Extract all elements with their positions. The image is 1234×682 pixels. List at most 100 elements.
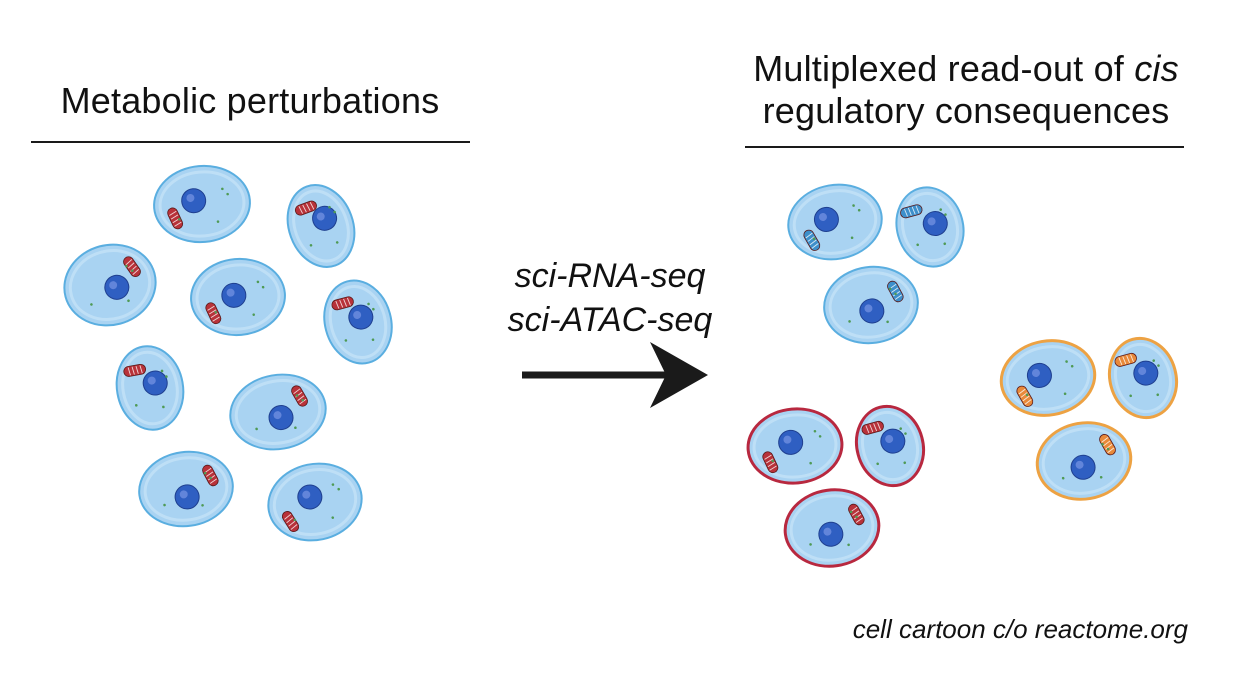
- mitochondrion-crista: [335, 300, 340, 309]
- cell-unsorted-8: [138, 450, 234, 528]
- mitochondrion-crista: [212, 316, 220, 322]
- mitochondrion-crista: [169, 210, 177, 216]
- vesicle-dot: [160, 369, 164, 373]
- vesicle-dot: [876, 462, 879, 466]
- mitochondrion-crista: [807, 236, 815, 242]
- nucleolus-icon: [273, 411, 282, 420]
- vesicle-dot: [812, 237, 816, 241]
- left-panel-title-text: Metabolic perturbations: [60, 80, 440, 121]
- vesicle-dot: [201, 504, 204, 507]
- nucleus-icon: [142, 370, 168, 396]
- mitochondrion-crista: [207, 305, 215, 311]
- vesicle-dot: [1025, 393, 1029, 397]
- image-credit: cell cartoon c/o reactome.org: [852, 614, 1188, 644]
- mitochondrion-crista: [852, 510, 860, 516]
- vesicle-dot: [221, 187, 224, 191]
- cell-unsorted-4: [190, 257, 286, 337]
- nucleus-icon: [1026, 362, 1052, 388]
- vesicle-dot: [848, 320, 851, 323]
- nucleolus-icon: [783, 435, 792, 444]
- vesicle-dot: [252, 313, 256, 316]
- nucleolus-icon: [885, 434, 894, 443]
- mitochondrion-crista: [210, 312, 219, 319]
- nucleolus-icon: [179, 490, 188, 499]
- vesicle-dot: [90, 303, 93, 306]
- method-sci-atac-seq: sci-ATAC-seq: [507, 301, 713, 339]
- nucleolus-icon: [353, 310, 362, 319]
- mitochondrion-icon: [1099, 434, 1116, 456]
- arrow-head: [650, 342, 708, 408]
- vesicle-dot: [855, 515, 858, 519]
- cell-inner-highlight: [792, 189, 878, 255]
- mitochondrion-crista: [877, 422, 881, 431]
- mitochondrion-crista: [131, 366, 135, 375]
- nucleus-icon: [813, 206, 839, 232]
- right-title-prefix: Multiplexed read-out of: [753, 48, 1135, 89]
- mitochondrion-crista: [290, 524, 298, 530]
- mitochondrion-icon: [294, 200, 317, 216]
- mitochondrion-crista: [127, 262, 135, 269]
- nucleolus-icon: [302, 490, 311, 499]
- left-panel-title: Metabolic perturbations: [30, 80, 470, 122]
- vesicle-dot: [1157, 364, 1160, 367]
- nucleus-icon: [297, 484, 323, 510]
- mitochondrion-crista: [855, 517, 863, 523]
- mitochondrion-crista: [302, 204, 307, 213]
- cell-sorted-orange-17: [1107, 336, 1179, 420]
- vesicle-dot: [1061, 476, 1065, 480]
- left-title-underline: [31, 141, 470, 143]
- mitochondrion-crista: [298, 206, 304, 214]
- cell-unsorted-6: [115, 345, 185, 431]
- vesicle-dot: [127, 299, 130, 303]
- cell-sorted-red-15: [783, 488, 881, 568]
- vesicle-dot: [1065, 360, 1068, 363]
- mitochondrion-crista: [125, 259, 133, 266]
- mitochondrion-crista: [299, 398, 307, 405]
- mitochondrion-crista: [904, 208, 908, 217]
- vesicle-dot: [131, 269, 134, 273]
- vesicle-dot: [209, 476, 212, 480]
- vesicle-dot: [1063, 392, 1067, 396]
- mitochondrion-crista: [346, 297, 351, 306]
- vesicle-dot: [203, 471, 207, 475]
- nucleus-icon: [312, 205, 338, 231]
- cell-sorted-red-13: [746, 407, 844, 485]
- vesicle-dot: [939, 208, 943, 211]
- cell-unsorted-3: [63, 243, 157, 327]
- vesicle-dot: [331, 516, 335, 519]
- mitochondrion-crista: [174, 221, 182, 227]
- nucleus-icon: [818, 521, 844, 547]
- vesicle-dot: [809, 461, 812, 465]
- mitochondrion-crista: [865, 425, 870, 434]
- vesicle-dot: [294, 426, 297, 430]
- cell-inner-highlight: [900, 191, 960, 263]
- vesicle-dot: [1101, 442, 1104, 446]
- cell-inner-highlight: [1113, 342, 1173, 414]
- nucleus-icon: [348, 304, 374, 330]
- cell-inner-highlight: [234, 379, 322, 445]
- mitochondrion-icon: [331, 296, 354, 311]
- nucleus-icon: [174, 484, 200, 510]
- vesicle-dot: [916, 243, 919, 247]
- mitochondrion-crista: [297, 395, 305, 401]
- mitochondrion-crista: [811, 243, 819, 249]
- vesicle-dot: [256, 280, 260, 284]
- mitochondrion-crista: [907, 207, 912, 216]
- cell-sorted-blue-10: [787, 183, 883, 261]
- nucleus-icon: [181, 188, 207, 214]
- vesicle-dot: [135, 404, 138, 407]
- cell-sorted-orange-16: [999, 339, 1097, 417]
- mitochondrion-crista: [127, 367, 131, 376]
- vesicle-dot: [165, 375, 168, 378]
- cell-sorted-red-14: [854, 404, 926, 488]
- cell-inner-highlight: [68, 249, 152, 321]
- nucleolus-icon: [1031, 369, 1040, 378]
- mitochondrion-crista: [1130, 354, 1134, 363]
- vesicle-dot: [372, 307, 375, 311]
- vesicle-dot: [335, 241, 339, 244]
- cell-inner-highlight: [789, 494, 875, 562]
- mitochondrion-icon: [281, 511, 300, 533]
- mitochondrion-crista: [284, 513, 292, 520]
- mitochondrion-crista: [769, 465, 777, 471]
- mitochondrion-icon: [762, 451, 779, 474]
